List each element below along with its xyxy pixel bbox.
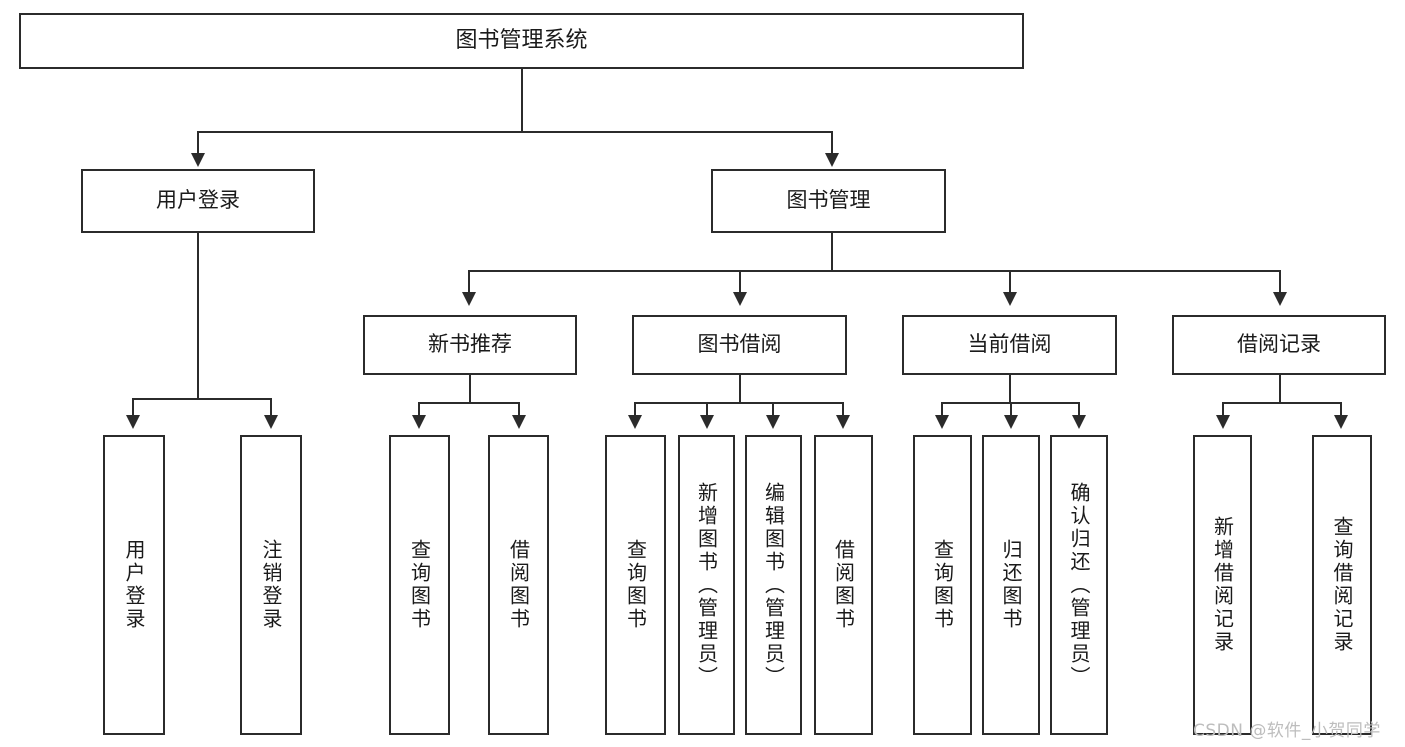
connector-bb-drop-1	[634, 402, 636, 416]
arrowhead-leaf-user-logout	[264, 415, 278, 429]
connector-bm-drop-2	[739, 270, 741, 293]
node-label: 当前借阅	[967, 332, 1052, 357]
connector-user-login-drop-2	[270, 398, 272, 416]
node-label: 查询借阅记录	[1330, 516, 1354, 654]
connector-nbr-trunk	[469, 375, 471, 403]
connector-root-trunk	[521, 69, 523, 132]
arrowhead-borrow-record	[1273, 292, 1287, 306]
connector-nbr-drop-2	[518, 402, 520, 416]
node-label: 查询图书	[407, 539, 432, 631]
arrowhead-leaf-return-book	[1004, 415, 1018, 429]
connector-bb-drop-3	[772, 402, 774, 416]
connector-book-manage-bus	[468, 270, 1280, 272]
connector-user-login-bus	[132, 398, 271, 400]
connector-nbr-drop-1	[418, 402, 420, 416]
node-label: 编辑图书（管理员）	[761, 481, 786, 689]
arrowhead-book-borrow	[733, 292, 747, 306]
arrowhead-leaf-add-record	[1216, 415, 1230, 429]
connector-root-to-user-login	[197, 131, 199, 155]
connector-user-login-trunk	[197, 233, 199, 399]
leaf-query-book-3[interactable]: 查询图书	[913, 435, 972, 735]
node-user-login[interactable]: 用户登录	[81, 169, 315, 233]
leaf-return-book[interactable]: 归还图书	[982, 435, 1040, 735]
connector-book-manage-trunk	[831, 233, 833, 271]
arrowhead-leaf-confirm-return	[1072, 415, 1086, 429]
node-current-borrow[interactable]: 当前借阅	[902, 315, 1117, 375]
arrowhead-leaf-query-book-2	[628, 415, 642, 429]
arrowhead-new-book-rec	[462, 292, 476, 306]
leaf-edit-book-admin[interactable]: 编辑图书（管理员）	[745, 435, 802, 735]
node-label: 新增图书（管理员）	[694, 481, 719, 689]
node-root-system[interactable]: 图书管理系统	[19, 13, 1024, 69]
node-label: 归还图书	[999, 539, 1023, 631]
arrowhead-leaf-query-book-3	[935, 415, 949, 429]
arrowhead-user-login	[191, 153, 205, 167]
node-label: 借阅图书	[506, 539, 531, 631]
node-label: 确认归还（管理员）	[1067, 481, 1091, 689]
arrowhead-leaf-query-book-1	[412, 415, 426, 429]
connector-br-drop-1	[1222, 402, 1224, 416]
leaf-user-logout[interactable]: 注销登录	[240, 435, 302, 735]
connector-cb-drop-2	[1010, 402, 1012, 416]
arrowhead-leaf-borrow-book-1	[512, 415, 526, 429]
node-label: 新增借阅记录	[1210, 516, 1235, 654]
node-label: 查询图书	[930, 539, 955, 631]
connector-bb-bus	[634, 402, 843, 404]
node-label: 查询图书	[623, 539, 648, 631]
connector-root-to-book-manage	[831, 131, 833, 155]
leaf-query-borrow-record[interactable]: 查询借阅记录	[1312, 435, 1372, 735]
connector-br-bus	[1222, 402, 1342, 404]
connector-cb-trunk	[1009, 375, 1011, 403]
arrowhead-leaf-edit-book	[766, 415, 780, 429]
node-label: 借阅图书	[831, 539, 856, 631]
connector-nbr-bus	[418, 402, 520, 404]
node-label: 注销登录	[259, 539, 283, 631]
node-new-book-recommendation[interactable]: 新书推荐	[363, 315, 577, 375]
leaf-confirm-return-admin[interactable]: 确认归还（管理员）	[1050, 435, 1108, 735]
connector-bb-drop-4	[842, 402, 844, 416]
node-label: 用户登录	[122, 539, 146, 631]
arrowhead-leaf-add-book	[700, 415, 714, 429]
node-label: 新书推荐	[428, 332, 512, 357]
leaf-query-book-1[interactable]: 查询图书	[389, 435, 450, 735]
leaf-add-book-admin[interactable]: 新增图书（管理员）	[678, 435, 735, 735]
arrowhead-book-manage	[825, 153, 839, 167]
leaf-add-borrow-record[interactable]: 新增借阅记录	[1193, 435, 1252, 735]
arrowhead-leaf-user-login	[126, 415, 140, 429]
connector-bm-drop-3	[1009, 270, 1011, 293]
connector-cb-drop-1	[941, 402, 943, 416]
node-label: 借阅记录	[1237, 332, 1321, 357]
arrowhead-leaf-query-record	[1334, 415, 1348, 429]
arrowhead-current-borrow	[1003, 292, 1017, 306]
leaf-query-book-2[interactable]: 查询图书	[605, 435, 666, 735]
connector-bm-drop-1	[468, 270, 470, 293]
leaf-borrow-book-1[interactable]: 借阅图书	[488, 435, 549, 735]
connector-br-drop-2	[1340, 402, 1342, 416]
leaf-borrow-book-2[interactable]: 借阅图书	[814, 435, 873, 735]
node-borrow-record[interactable]: 借阅记录	[1172, 315, 1386, 375]
leaf-user-login[interactable]: 用户登录	[103, 435, 165, 735]
connector-bm-drop-4	[1279, 270, 1281, 293]
connector-cb-drop-3	[1078, 402, 1080, 416]
node-label: 图书管理系统	[455, 27, 588, 53]
arrowhead-leaf-borrow-book-2	[836, 415, 850, 429]
connector-root-bus	[197, 131, 833, 133]
node-book-borrow[interactable]: 图书借阅	[632, 315, 847, 375]
node-label: 图书借阅	[697, 332, 782, 357]
node-book-manage[interactable]: 图书管理	[711, 169, 946, 233]
connector-bb-trunk	[739, 375, 741, 403]
node-label: 图书管理	[786, 188, 871, 213]
connector-bb-drop-2	[706, 402, 708, 416]
connector-br-trunk	[1279, 375, 1281, 403]
node-label: 用户登录	[156, 188, 240, 213]
connector-user-login-drop-1	[132, 398, 134, 416]
